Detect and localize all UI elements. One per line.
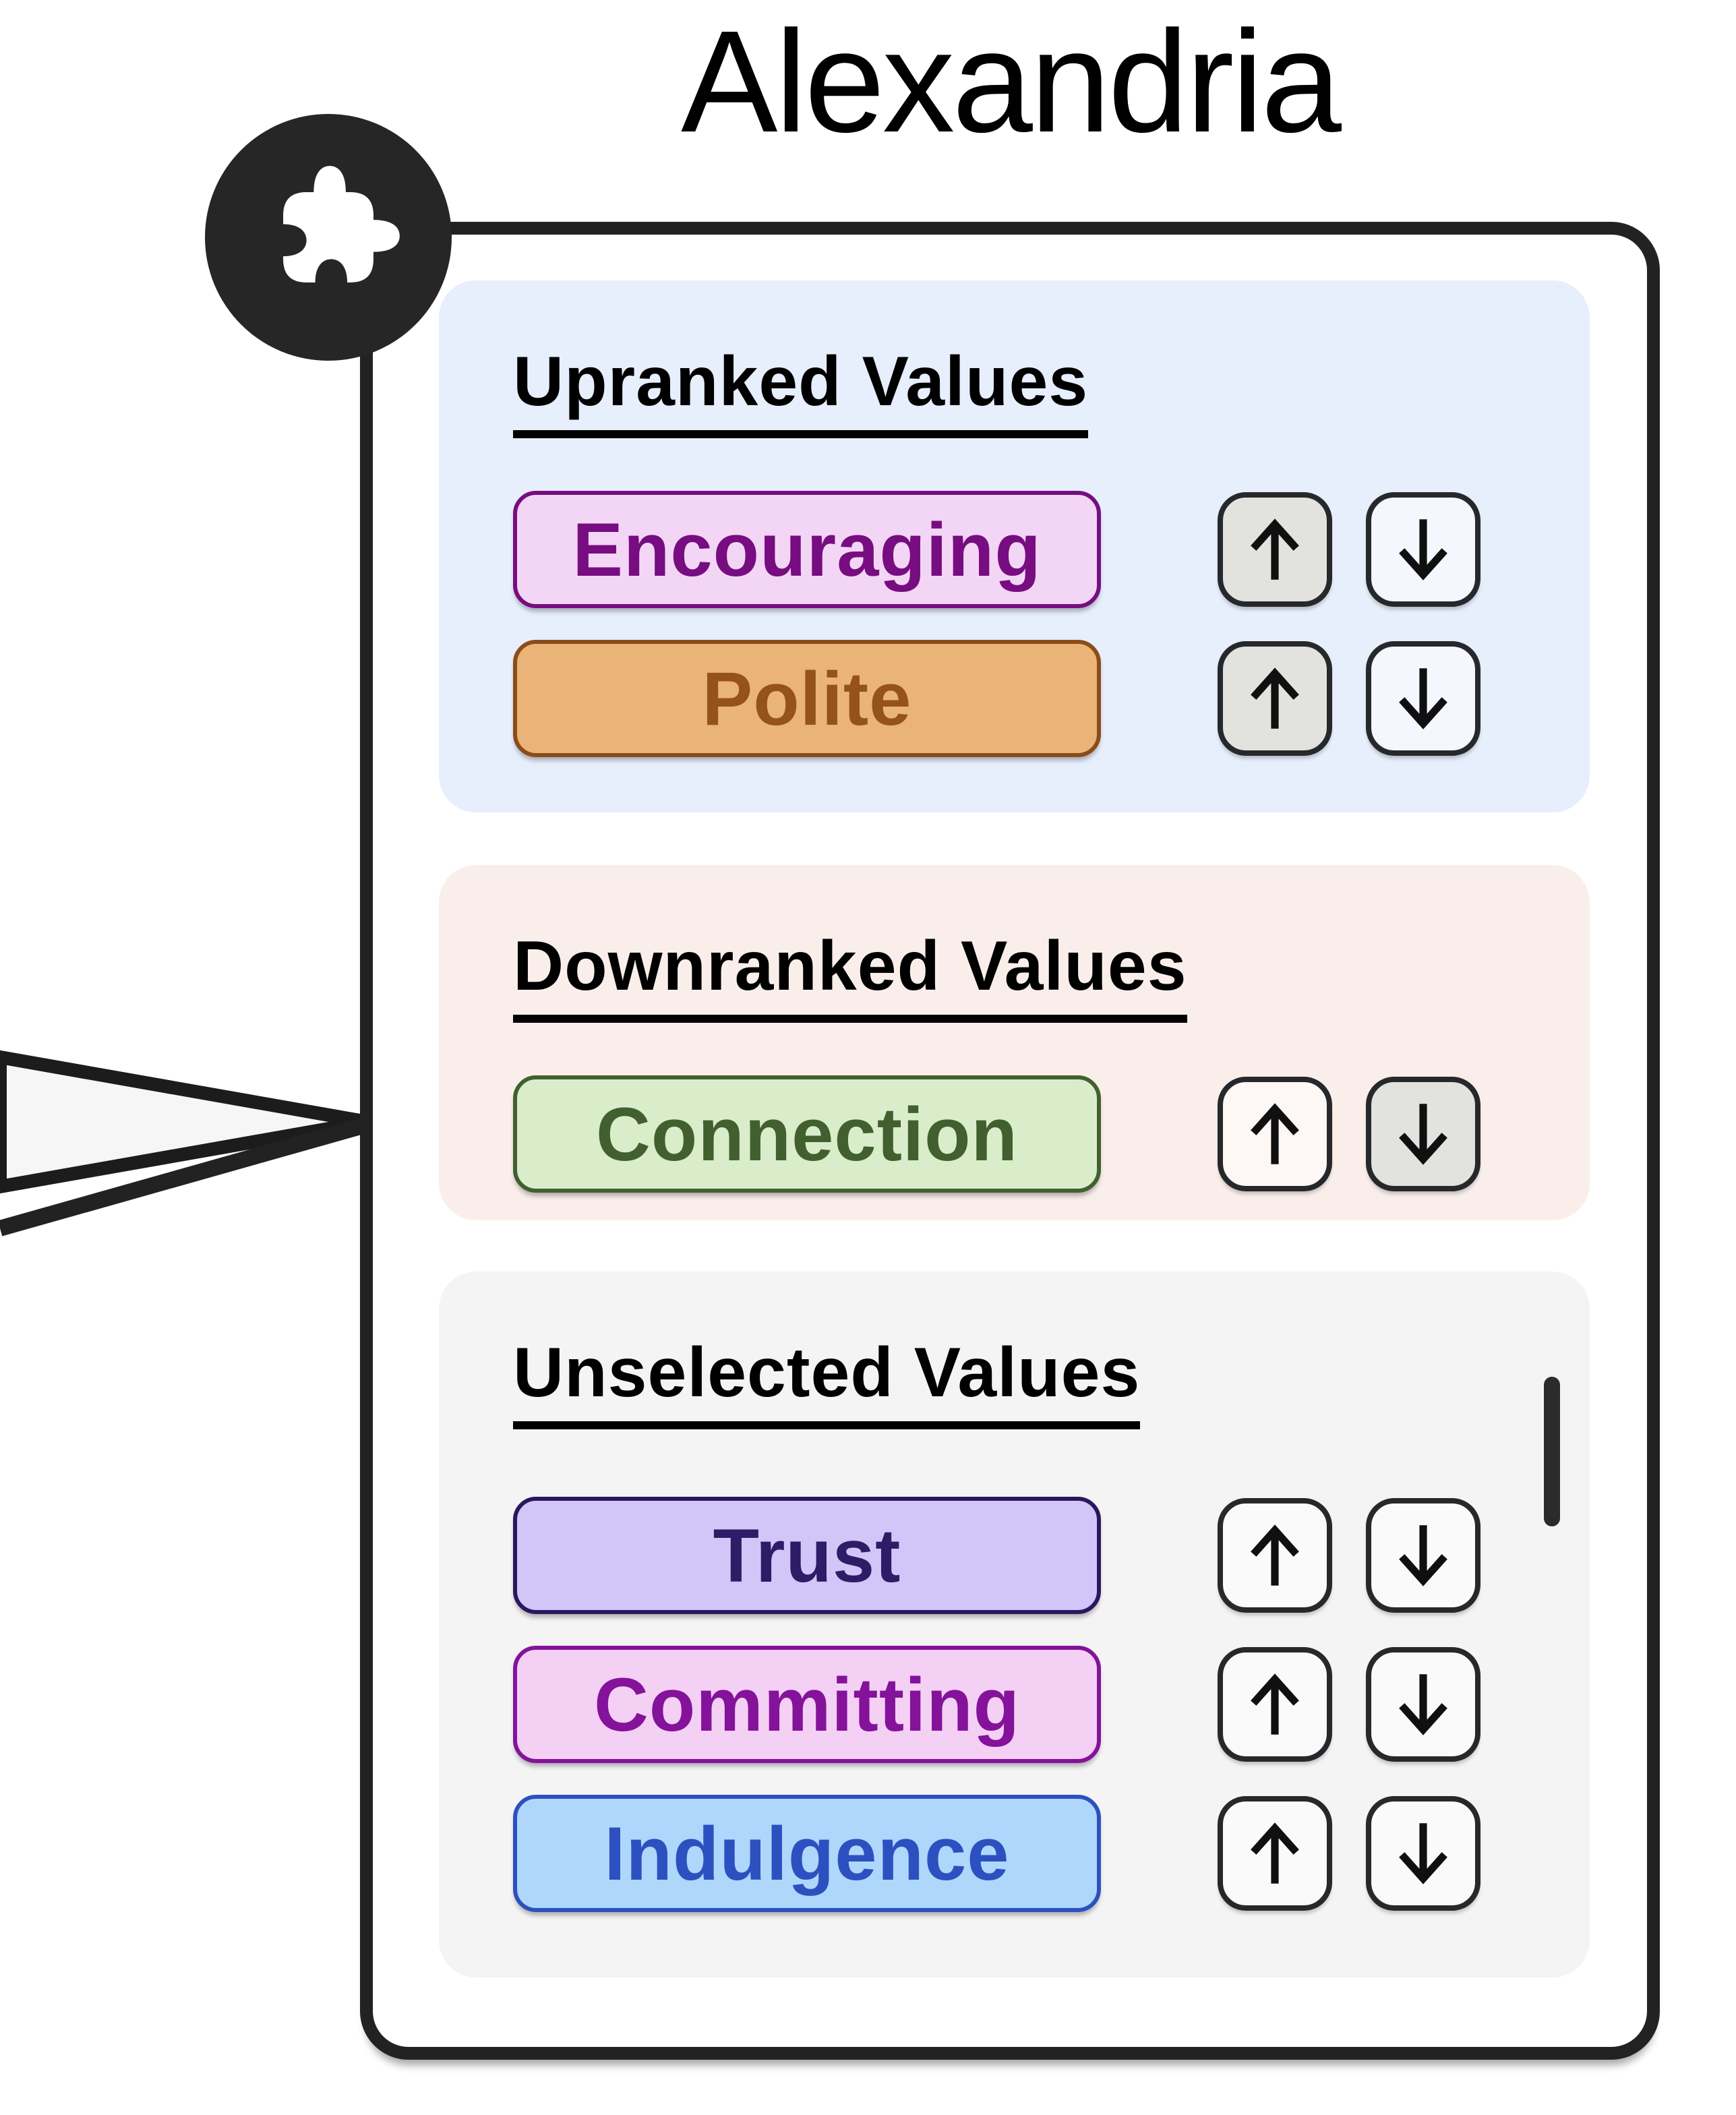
value-pill: Indulgence	[513, 1795, 1101, 1913]
value-pill: Connection	[513, 1075, 1101, 1193]
value-pill-label: Trust	[713, 1513, 901, 1598]
up-arrow-icon	[1251, 1103, 1299, 1165]
value-pill-label: Committing	[593, 1662, 1021, 1747]
scrollbar-thumb[interactable]	[1544, 1377, 1560, 1526]
value-row: Indulgence	[513, 1795, 1590, 1913]
section-heading: Downranked Values	[513, 927, 1187, 1023]
connector-arrow	[0, 1050, 370, 1237]
uprank-button[interactable]	[1218, 1647, 1332, 1762]
value-pill: Polite	[513, 640, 1101, 758]
downrank-button[interactable]	[1366, 641, 1480, 756]
down-arrow-icon	[1399, 1104, 1447, 1166]
puzzle-piece-icon	[283, 166, 400, 282]
up-arrow-icon	[1251, 1822, 1299, 1884]
up-arrow-icon	[1251, 518, 1299, 580]
down-arrow-icon	[1399, 668, 1447, 730]
value-pill: Committing	[513, 1646, 1101, 1764]
uprank-button[interactable]	[1218, 492, 1332, 607]
down-arrow-icon	[1399, 1823, 1447, 1885]
value-pill-label: Encouraging	[572, 507, 1042, 592]
section-heading: Unselected Values	[513, 1334, 1141, 1430]
value-pill-label: Connection	[596, 1092, 1018, 1176]
up-arrow-icon	[1251, 1524, 1299, 1586]
value-pill-label: Indulgence	[604, 1811, 1010, 1896]
value-row: Encouraging	[513, 491, 1590, 609]
up-arrow-icon	[1251, 1673, 1299, 1735]
down-arrow-icon	[1399, 1674, 1447, 1736]
up-arrow-icon	[1251, 667, 1299, 729]
value-pill-label: Polite	[702, 656, 912, 741]
value-row: Connection	[513, 1075, 1590, 1193]
value-pill: Trust	[513, 1497, 1101, 1615]
value-row: Trust	[513, 1497, 1590, 1615]
downrank-button[interactable]	[1366, 1647, 1480, 1762]
downrank-button[interactable]	[1366, 1498, 1480, 1613]
downrank-button[interactable]	[1366, 492, 1480, 607]
uprank-button[interactable]	[1218, 641, 1332, 756]
page-title: Alexandria	[681, 0, 1342, 162]
extension-badge	[205, 114, 452, 361]
value-pill: Encouraging	[513, 491, 1101, 609]
uprank-button[interactable]	[1218, 1796, 1332, 1911]
downrank-button[interactable]	[1366, 1077, 1480, 1192]
down-arrow-icon	[1399, 519, 1447, 581]
value-row: Committing	[513, 1646, 1590, 1764]
section-heading: Upranked Values	[513, 342, 1089, 439]
uprank-button[interactable]	[1218, 1077, 1332, 1192]
value-row: Polite	[513, 640, 1590, 758]
downrank-button[interactable]	[1366, 1796, 1480, 1911]
down-arrow-icon	[1399, 1525, 1447, 1587]
uprank-button[interactable]	[1218, 1498, 1332, 1613]
